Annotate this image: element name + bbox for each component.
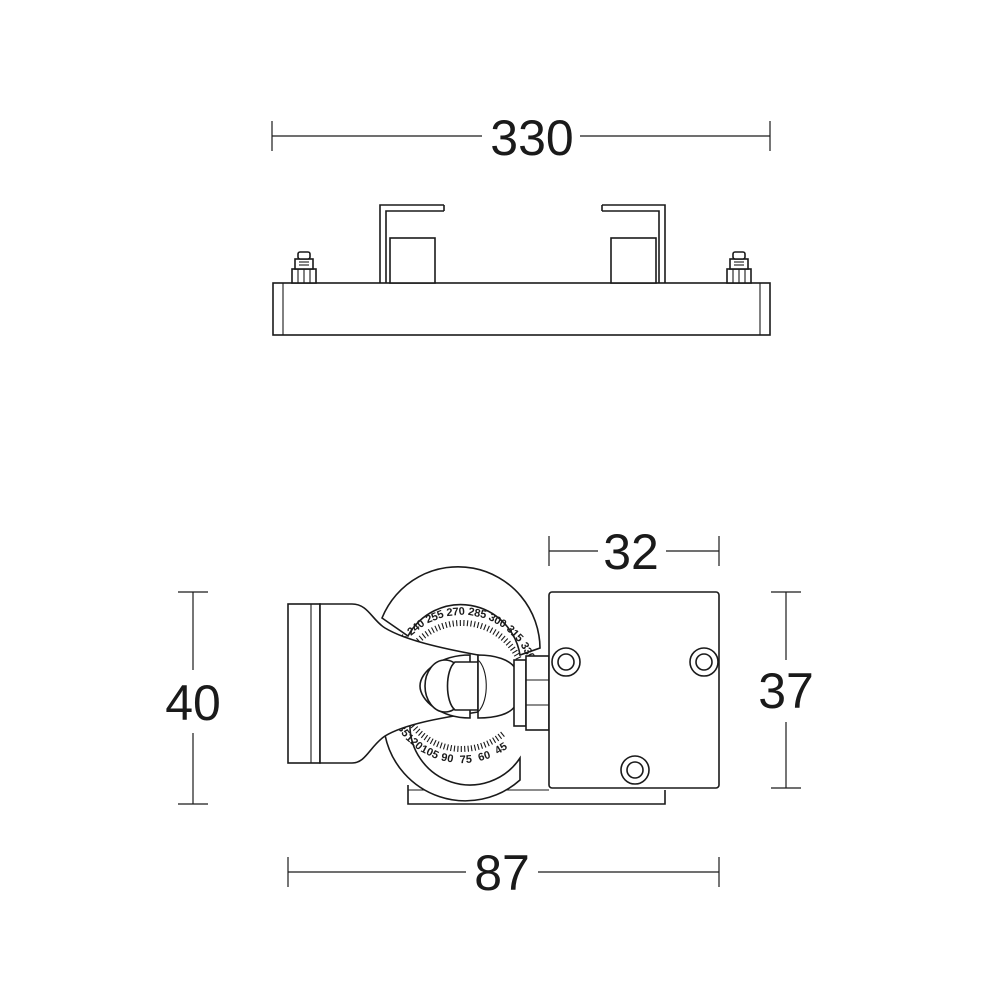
scale-tick <box>483 741 487 748</box>
dimension-label-40: 40 <box>165 675 221 731</box>
scale-tick <box>470 620 473 627</box>
scale-tick <box>513 652 520 657</box>
scale-tick <box>433 739 437 746</box>
scale-tick <box>448 621 451 628</box>
dimension-37: 37 <box>758 591 814 789</box>
scale-label: 90 <box>440 751 454 765</box>
scale-tick <box>415 728 421 734</box>
scale-tick <box>452 620 455 627</box>
scale-tick <box>421 633 427 639</box>
left-clamp-bracket <box>379 204 445 284</box>
scale-label: 270 <box>446 606 465 620</box>
screw-top-left <box>551 647 581 677</box>
scale-tick <box>418 730 423 736</box>
scale-tick <box>512 649 518 654</box>
dimension-label-330: 330 <box>490 110 573 166</box>
screw-top-right <box>689 647 719 677</box>
right-clamp-bracket <box>601 204 666 284</box>
scale-tick <box>486 625 490 632</box>
scale-tick <box>427 629 432 635</box>
scale-tick <box>412 726 419 732</box>
scale-tick <box>453 745 456 752</box>
scale-tick <box>473 744 477 751</box>
scale-tick <box>489 627 494 634</box>
scale-tick <box>439 742 443 749</box>
dimension-label-37: 37 <box>758 663 814 719</box>
scale-tick <box>505 640 511 646</box>
scale-label: 45 <box>493 740 510 757</box>
left-cable-gland <box>291 251 317 284</box>
dimension-32: 32 <box>548 524 720 580</box>
lamp-front-lens <box>287 603 321 764</box>
screw-bottom <box>620 755 650 785</box>
scale-tick <box>507 643 514 649</box>
scale-tick <box>429 738 434 745</box>
scale-tick <box>466 620 469 627</box>
dimension-330: 330 <box>271 110 771 166</box>
scale-tick <box>515 656 522 660</box>
scale-tick <box>423 734 429 741</box>
scale-tick <box>476 743 480 750</box>
scale-tick <box>437 624 442 631</box>
hex-joint <box>513 655 550 731</box>
scale-tick <box>500 731 505 737</box>
scale-tick <box>441 622 445 630</box>
scale-tick <box>467 745 470 752</box>
dimension-label-32: 32 <box>603 524 659 580</box>
scale-label: 285 <box>467 606 487 622</box>
scale-tick <box>418 635 424 641</box>
scale-tick <box>500 635 506 641</box>
top-view: 330 <box>271 110 771 336</box>
scale-tick <box>420 732 426 739</box>
scale-tick <box>470 745 473 752</box>
driver-box <box>548 591 720 789</box>
scale-tick <box>426 736 431 743</box>
scale-tick <box>495 631 500 637</box>
scale-tick <box>431 627 435 634</box>
mounting-bar <box>272 282 771 336</box>
scale-label: 75 <box>459 754 472 767</box>
scale-tick <box>489 738 493 745</box>
lamp-head <box>287 603 479 764</box>
scale-tick <box>444 621 448 629</box>
scale-tick <box>449 744 453 752</box>
scale-tick <box>476 622 480 629</box>
scale-tick <box>510 646 516 651</box>
scale-tick <box>492 737 497 744</box>
scale-tick <box>424 630 429 637</box>
scale-tick <box>446 744 449 751</box>
scale-tick <box>479 623 483 630</box>
scale-tick <box>473 621 476 628</box>
side-view: 32 40 37 87 <box>165 524 814 901</box>
scale-tick <box>497 733 503 740</box>
scale-tick <box>483 624 487 631</box>
right-cable-gland <box>726 251 752 284</box>
dimension-40: 40 <box>165 591 221 805</box>
scale-tick <box>442 743 446 750</box>
scale-tick <box>480 742 484 749</box>
scale-tick <box>494 735 500 742</box>
scale-tick <box>492 629 497 635</box>
scale-tick <box>436 741 440 748</box>
pivot-knuckle <box>419 654 516 719</box>
scale-tick <box>455 620 458 627</box>
scale-tick <box>486 740 490 747</box>
scale-tick <box>498 633 503 639</box>
scale-tick <box>503 638 509 644</box>
scale-tick <box>434 625 438 632</box>
dimension-87: 87 <box>287 845 720 901</box>
dimension-label-87: 87 <box>474 845 530 901</box>
scale-label: 60 <box>477 749 492 764</box>
